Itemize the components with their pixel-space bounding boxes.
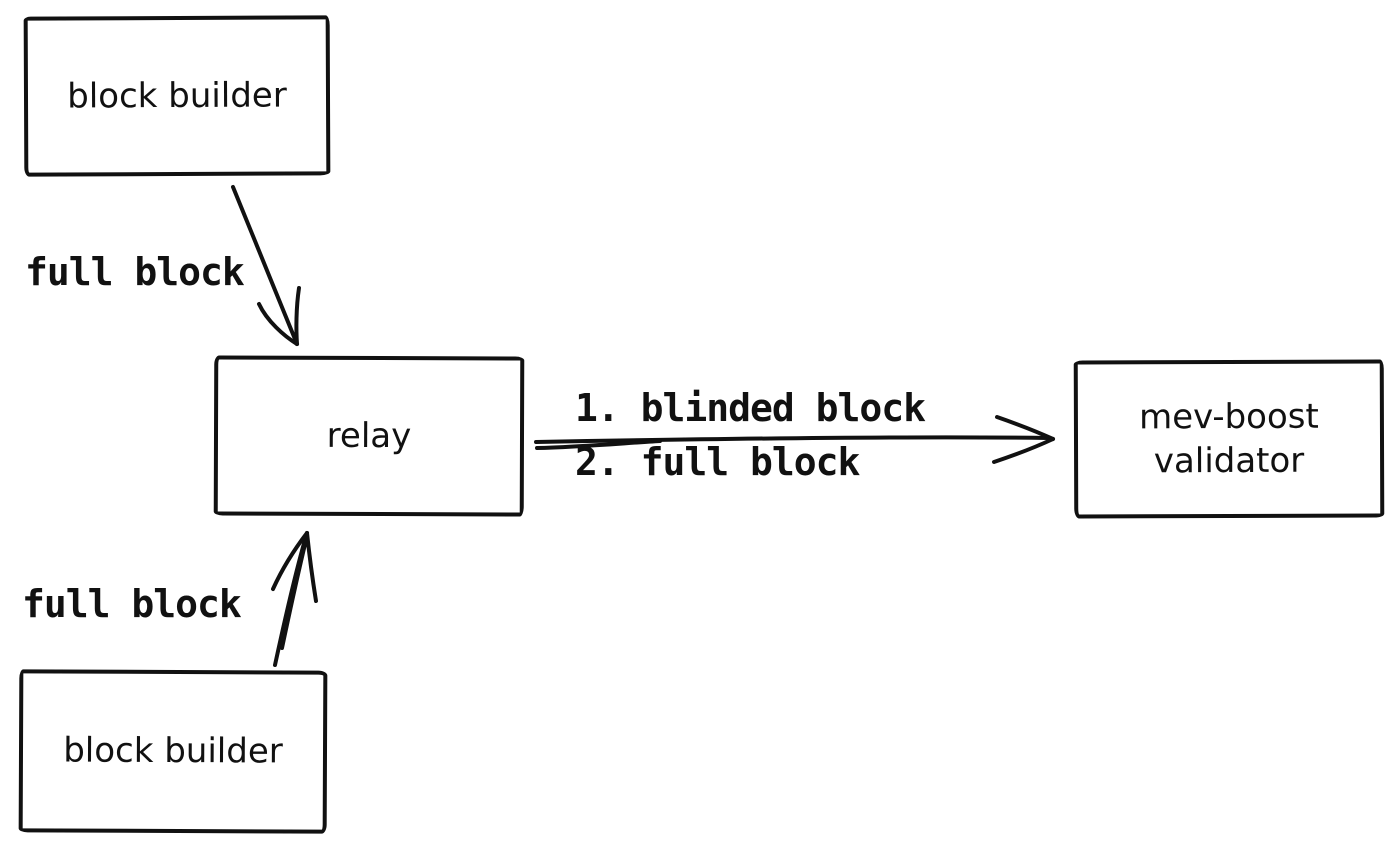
node-relay-label: relay bbox=[326, 415, 412, 457]
node-relay: relay bbox=[213, 355, 525, 517]
node-mev-boost-validator-label-line1: mev-boost bbox=[1138, 396, 1319, 438]
arrow-builder-bottom-to-relay-icon bbox=[271, 531, 318, 667]
edge-label-full-block-top: full block bbox=[25, 250, 245, 294]
node-block-builder-top-label: block builder bbox=[67, 75, 287, 117]
arrow-relay-to-validator-icon bbox=[534, 415, 1055, 464]
arrow-builder-top-to-relay-icon bbox=[231, 185, 301, 346]
node-mev-boost-validator-label-line2: validator bbox=[1153, 440, 1305, 482]
node-mev-boost-validator: mev-boost validator bbox=[1073, 359, 1385, 519]
edge-label-full-block-step: 2. full block bbox=[575, 440, 860, 484]
node-block-builder-bottom: block builder bbox=[18, 669, 328, 834]
node-block-builder-top: block builder bbox=[23, 15, 331, 177]
node-block-builder-bottom-label: block builder bbox=[63, 730, 283, 772]
edge-label-full-block-bottom: full block bbox=[22, 582, 242, 626]
edge-label-blinded-block-step: 1. blinded block bbox=[575, 386, 926, 430]
